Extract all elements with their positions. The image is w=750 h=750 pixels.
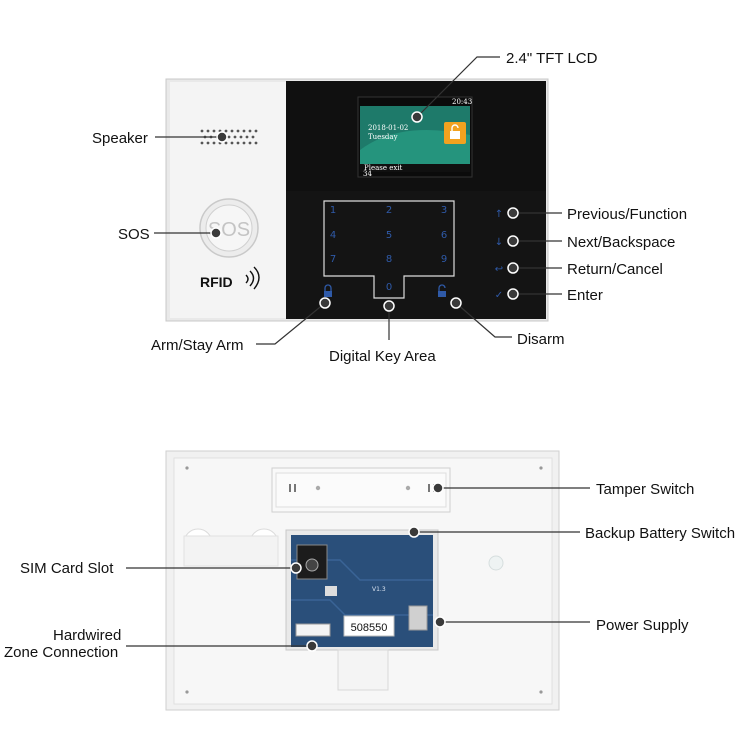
speaker-grille (200, 129, 258, 145)
side-arrow-keys: ↑ ↓ ↩ ✓ (495, 209, 503, 301)
check-icon[interactable]: ✓ (495, 290, 503, 301)
front-callouts: 2.4" TFT LCD Speaker SOS Previous/Functi… (92, 50, 687, 365)
keypad-key-1[interactable]: 1 (330, 205, 336, 216)
rfid-text: RFID (200, 274, 233, 290)
back-callouts: Tamper Switch Backup Battery Switch SIM … (4, 481, 735, 661)
arm-button[interactable] (324, 284, 332, 297)
down-arrow-icon[interactable]: ↓ (495, 237, 503, 248)
label-backup-battery-switch: Backup Battery Switch (585, 525, 735, 542)
label-enter: Enter (567, 287, 603, 304)
lcd-date: 2018-01-02 (368, 124, 408, 132)
label-hardwired: Hardwired (53, 627, 121, 644)
zone-terminal (295, 623, 331, 637)
label-zone-connection: Zone Connection (4, 644, 118, 661)
lcd-time: 20:43 (452, 98, 472, 106)
keypad-key-5[interactable]: 5 (386, 230, 392, 241)
lcd-day: Tuesday (368, 133, 398, 141)
serial-sticker (343, 615, 395, 637)
back-device: 508550 V1.3 (165, 450, 560, 711)
keypad: 1 2 3 4 5 6 7 8 9 0 (330, 205, 447, 293)
serial-sticker-text: 508550 (351, 622, 388, 634)
disarm-button[interactable] (438, 284, 446, 297)
lcd-number: 34 (363, 170, 372, 178)
keypad-key-9[interactable]: 9 (441, 254, 447, 265)
label-lcd: 2.4" TFT LCD (506, 50, 598, 67)
board-version: V1.3 (372, 586, 386, 593)
keypad-key-7[interactable]: 7 (330, 254, 336, 265)
lcd-message: Please exit (364, 164, 403, 172)
up-arrow-icon[interactable]: ↑ (495, 209, 503, 220)
digital-key-area-outline (323, 200, 455, 299)
rfid-logo: RFID (200, 266, 260, 290)
label-sos: SOS (118, 226, 150, 243)
label-speaker: Speaker (92, 130, 148, 147)
return-arrow-icon[interactable]: ↩ (495, 264, 503, 275)
label-digital-key-area: Digital Key Area (329, 348, 436, 365)
keypad-key-8[interactable]: 8 (386, 254, 392, 265)
sos-button[interactable]: SOS (199, 198, 259, 258)
keypad-key-2[interactable]: 2 (386, 205, 392, 216)
label-tamper-switch: Tamper Switch (596, 481, 694, 498)
label-arm-stay-arm: Arm/Stay Arm (151, 337, 244, 354)
label-disarm: Disarm (517, 331, 565, 348)
keypad-key-3[interactable]: 3 (441, 205, 447, 216)
label-power-supply: Power Supply (596, 617, 689, 634)
label-previous-function: Previous/Function (567, 206, 687, 223)
label-next-backspace: Next/Backspace (567, 234, 675, 251)
lcd-screen: 2018-01-02 Tuesday Please exit 20:43 34 (357, 96, 473, 178)
keypad-key-4[interactable]: 4 (330, 230, 336, 241)
keypad-key-6[interactable]: 6 (441, 230, 447, 241)
front-device: SOS RFID 2018-01-02 Tuesday Please exit … (165, 78, 549, 322)
label-sim-card-slot: SIM Card Slot (20, 560, 114, 577)
label-return-cancel: Return/Cancel (567, 261, 663, 278)
keypad-key-0[interactable]: 0 (386, 282, 392, 293)
